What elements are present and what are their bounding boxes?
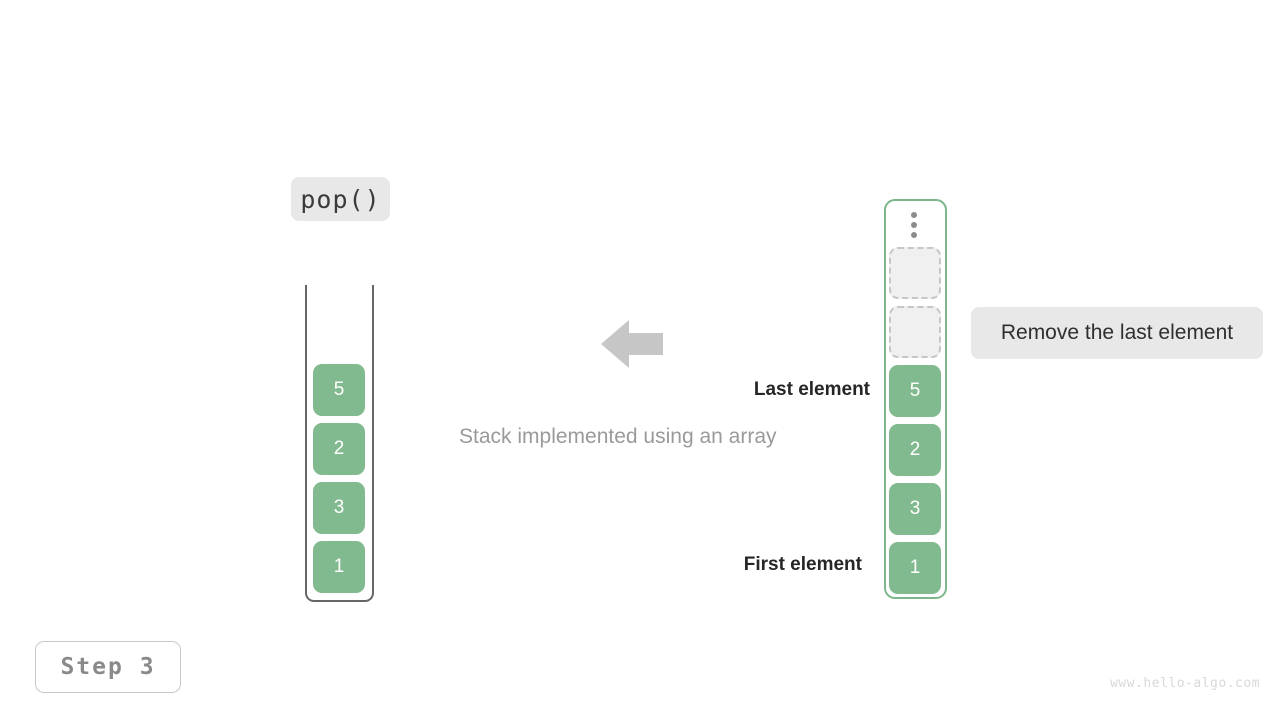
stack-cell-list: 5 2 3 1 (313, 364, 365, 600)
array-cell: 5 (889, 365, 941, 417)
callout-remove-last-element: Remove the last element (971, 307, 1263, 359)
watermark: www.hello-algo.com (1110, 676, 1260, 691)
annotation-last-element: Last element (753, 379, 870, 400)
stack-container (305, 285, 374, 602)
caption-text: Stack implemented using an array (459, 425, 777, 448)
ellipsis-dot (911, 232, 917, 238)
array-cell: 3 (889, 483, 941, 535)
step-badge: Step 3 (35, 641, 181, 693)
array-cell (889, 247, 941, 299)
array-cell: 2 (889, 424, 941, 476)
left-arrow-icon (601, 316, 663, 372)
stack-cell: 2 (313, 423, 365, 475)
ellipsis-dot (911, 222, 917, 228)
array-cell-list: 5 2 3 1 (889, 247, 941, 601)
vertical-ellipsis-icon (910, 212, 918, 238)
operation-label: pop() (291, 177, 390, 221)
stack-cell: 3 (313, 482, 365, 534)
array-cell: 1 (889, 542, 941, 594)
annotation-first-element: First element (743, 554, 862, 575)
stack-cell: 5 (313, 364, 365, 416)
stack-cell: 1 (313, 541, 365, 593)
ellipsis-dot (911, 212, 917, 218)
array-cell (889, 306, 941, 358)
